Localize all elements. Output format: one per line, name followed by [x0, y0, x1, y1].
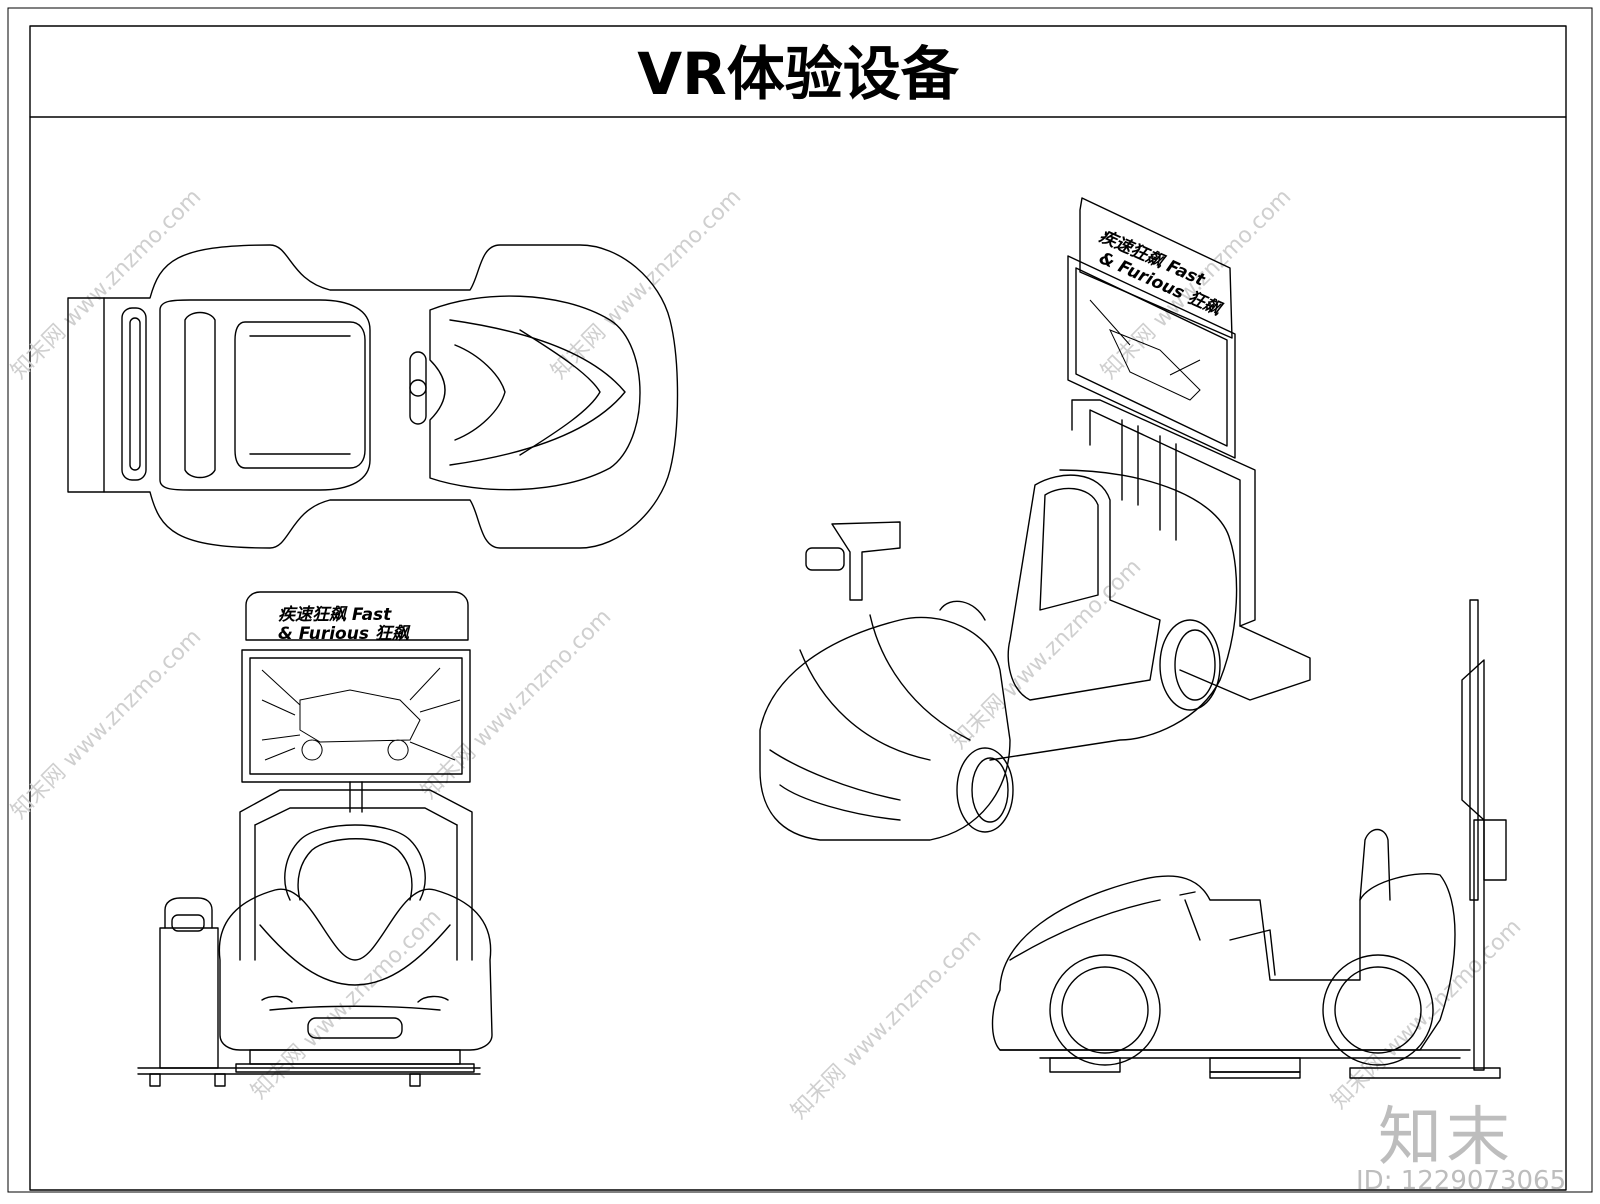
watermark-brand: 知末	[1378, 1101, 1514, 1175]
watermark-site-1: 知末网 www.znzmo.com	[7, 184, 207, 384]
watermark-site-6: 知末网 www.znzmo.com	[947, 554, 1147, 754]
front-control-tower	[159, 927, 219, 1069]
watermark-site-4: 知末网 www.znzmo.com	[7, 624, 207, 824]
iso-screen	[1067, 255, 1236, 459]
site-watermarks: 知末网 www.znzmo.com 知末网 www.znzmo.com 知末网 …	[7, 184, 1527, 1124]
isometric-view-kart: 疾速狂飙 Fast & Furious 狂飙	[759, 197, 1311, 841]
front-screen	[241, 649, 471, 783]
inner-frame	[29, 25, 1567, 1191]
top-view-kart	[67, 244, 679, 549]
front-sign-line2: & Furious 狂飙	[278, 624, 411, 644]
front-grille	[307, 1017, 403, 1039]
watermark-site-2: 知末网 www.znzmo.com	[547, 184, 747, 384]
front-sign-line1: 疾速狂飙 Fast	[278, 605, 392, 625]
side-front-wheel	[1049, 954, 1161, 1066]
watermark-site-9: 知末网 www.znzmo.com	[1327, 914, 1527, 1114]
iso-control-tower	[831, 521, 901, 601]
side-rear-wheel	[1322, 954, 1434, 1066]
watermark-id: ID: 1229073065	[1356, 1166, 1567, 1196]
front-view-kart: 疾速狂飙 Fast & Furious 狂飙	[137, 591, 493, 1087]
front-sign-board	[245, 591, 469, 641]
outer-frame	[7, 7, 1593, 1193]
side-view-kart	[991, 599, 1507, 1079]
watermark-site-8: 知末网 www.znzmo.com	[787, 924, 987, 1124]
page-title: VR体验设备	[637, 40, 959, 108]
